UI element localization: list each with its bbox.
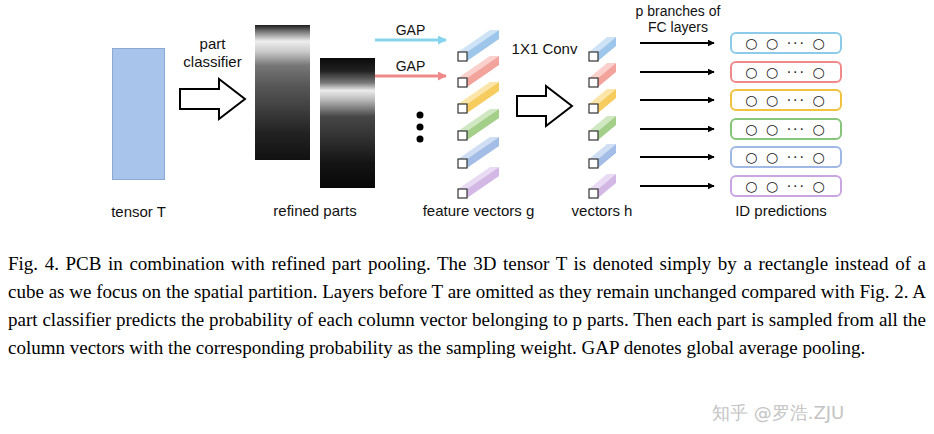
- part-map-image: [320, 58, 375, 188]
- node-caption: feature vectors g: [423, 202, 535, 219]
- vector-prism: [458, 82, 499, 113]
- flow-arrow: [640, 128, 714, 130]
- prediction-units: ○ ○ ··· ○: [732, 34, 840, 52]
- vector-prism: [589, 116, 616, 140]
- flow-arrow: [640, 185, 714, 187]
- id-prediction-box: ○ ○ ··· ○: [730, 175, 842, 197]
- vector-prisms: [458, 30, 616, 198]
- id-prediction-box: ○ ○ ··· ○: [730, 61, 842, 83]
- prediction-units: ○ ○ ··· ○: [732, 177, 840, 195]
- tensor-block: tensor T: [112, 48, 165, 180]
- id-prediction-box: ○ ○ ··· ○: [730, 118, 842, 140]
- vector-prism: [458, 167, 499, 198]
- prediction-units: ○ ○ ··· ○: [732, 91, 840, 109]
- edge-label: part classifier: [173, 35, 253, 71]
- node-caption: ID predictions: [735, 202, 827, 219]
- prediction-units: ○ ○ ··· ○: [732, 120, 840, 138]
- vector-prism: [458, 137, 499, 168]
- prediction-units: ○ ○ ··· ○: [732, 63, 840, 81]
- node-caption: tensor T: [111, 203, 166, 220]
- edge-label: 1X1 Conv: [505, 40, 585, 58]
- vector-prism: [589, 89, 616, 113]
- flow-arrow: [640, 99, 714, 101]
- block-arrow: [180, 79, 245, 119]
- id-prediction-box: ○ ○ ··· ○: [730, 32, 842, 54]
- prediction-units: ○ ○ ··· ○: [732, 148, 840, 166]
- watermark: 知乎 @罗浩.ZJU: [712, 402, 927, 424]
- flow-arrow: [375, 39, 446, 42]
- flow-arrow: [640, 156, 714, 158]
- id-prediction-box: ○ ○ ··· ○: [730, 146, 842, 168]
- part-map-image: [255, 25, 310, 160]
- branch-note: p branches of FC layers: [628, 3, 728, 35]
- edge-label: GAP: [391, 57, 431, 75]
- flow-arrow: [640, 42, 714, 44]
- vector-prism: [458, 109, 499, 140]
- ellipsis-dots: [417, 112, 424, 143]
- vector-prism: [589, 144, 616, 168]
- edge-label: GAP: [391, 21, 431, 39]
- vector-prism: [589, 37, 616, 61]
- flow-arrow: [640, 71, 714, 73]
- feature-vectors: feature vectors g: [452, 28, 505, 202]
- node-caption: refined parts: [273, 202, 356, 219]
- id-prediction-box: ○ ○ ··· ○: [730, 89, 842, 111]
- refined-parts: refined parts: [255, 25, 375, 188]
- vectors-column: vectors h: [586, 32, 618, 202]
- prediction-group: ID predictions○ ○ ··· ○○ ○ ··· ○○ ○ ··· …: [725, 28, 837, 202]
- figure-caption: Fig. 4. PCB in combination with refined …: [8, 250, 926, 362]
- flow-arrow: [375, 75, 446, 78]
- vector-prism: [589, 174, 616, 198]
- node-caption: vectors h: [572, 202, 633, 219]
- vector-prism: [589, 63, 616, 87]
- block-arrow: [517, 86, 572, 126]
